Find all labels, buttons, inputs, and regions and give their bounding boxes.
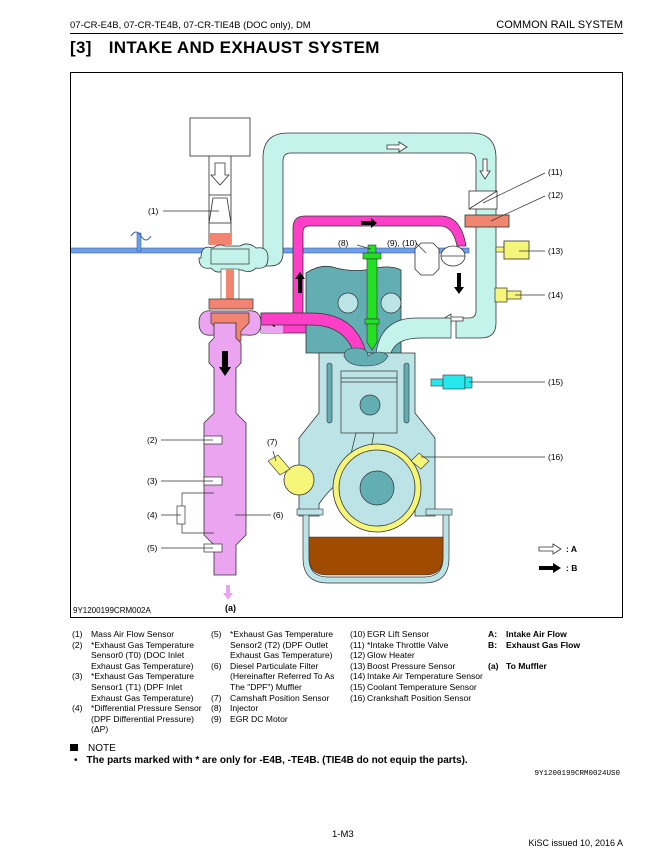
engine-oil <box>308 536 444 576</box>
section-number: [3] <box>70 38 92 57</box>
glow-heater <box>464 214 510 228</box>
callout-12: (12) <box>548 190 563 200</box>
legend-item: (5)*Exhaust Gas Temperature Sensor2 (T2)… <box>211 629 334 661</box>
callout-13: (13) <box>548 246 563 256</box>
coolant-temperature-sensor <box>430 374 473 390</box>
page-title: [3] INTAKE AND EXHAUST SYSTEM <box>70 38 380 58</box>
hollow-arrow-icon <box>538 543 562 555</box>
legend-item: (14)Intake Air Temperature Sensor <box>350 671 483 682</box>
callout-5: (5) <box>147 543 158 553</box>
hollow-arrow-icon <box>386 141 408 153</box>
callout-14: (14) <box>548 290 563 300</box>
boost-pressure-sensor <box>503 240 530 260</box>
callout-9-10: (9), (10) <box>387 238 417 248</box>
intake-air-temperature-sensor <box>494 287 508 303</box>
solid-arrow-icon <box>219 351 231 376</box>
legend-item: (1)Mass Air Flow Sensor <box>72 629 175 639</box>
solid-arrow-icon <box>295 272 305 293</box>
camshaft-intake <box>380 292 402 314</box>
legend-column-4: A:Intake Air Flow B:Exhaust Gas Flow (a)… <box>488 629 608 671</box>
note-square-icon <box>70 744 78 751</box>
legend-item: (16)Crankshaft Position Sensor <box>350 692 472 703</box>
legend-item: (3)*Exhaust Gas Temperature Sensor1 (T1)… <box>72 671 195 703</box>
legend-item: (15)Coolant Temperature Sensor <box>350 681 477 692</box>
header-rule <box>70 33 623 34</box>
legend-spacer <box>488 650 608 661</box>
legend-item: A:Intake Air Flow <box>488 629 567 639</box>
callout-4: (4) <box>147 510 158 520</box>
solid-arrow-icon <box>539 563 561 573</box>
figure-id: 9Y1200199CRM002A <box>73 606 151 615</box>
legend-flow-b: : B <box>566 563 577 573</box>
page-number: 1-M3 <box>332 829 354 840</box>
callout-8: (8) <box>338 238 349 248</box>
legend-item: (13)Boost Pressure Sensor <box>350 660 456 671</box>
camshaft-gear <box>283 464 315 496</box>
egr-dc-motor <box>414 242 440 276</box>
legend-flow-a: : A <box>566 544 577 554</box>
turbo-center <box>208 298 254 310</box>
callout-16: (16) <box>548 452 563 462</box>
issued-info: KiSC issued 10, 2016 A <box>528 838 623 848</box>
bullet-icon: • <box>74 755 78 766</box>
legend-item: (7)Camshaft Position Sensor <box>211 692 330 703</box>
note-item: •The parts marked with * are only for -E… <box>74 755 468 766</box>
legend-item: (12)Glow Heater <box>350 650 415 661</box>
callout-2: (2) <box>147 435 158 445</box>
legend-item: (6)Diesel Particulate Filter (Hereinafte… <box>211 660 335 692</box>
callout-1: (1) <box>148 206 159 216</box>
mass-air-flow-sensor <box>208 197 232 224</box>
legend-item: (9)EGR DC Motor <box>211 713 288 724</box>
document-code: 9Y1200199CRM0024US0 <box>534 770 620 778</box>
legend-item: (11)*Intake Throttle Valve <box>350 639 449 650</box>
header-models: 07-CR-E4B, 07-CR-TE4B, 07-CR-TIE4B (DOC … <box>70 20 311 31</box>
callout-7: (7) <box>267 437 278 447</box>
legend-item: (10)EGR Lift Sensor <box>350 629 430 639</box>
callout-6: (6) <box>273 510 284 520</box>
intake-exhaust-diagram: (1) (2) (3) (4) (5) (6) (7) (8) (9), (10… <box>70 72 623 618</box>
section-title: INTAKE AND EXHAUST SYSTEM <box>108 38 380 57</box>
note-heading: NOTE <box>70 743 116 754</box>
legend-column-2: (5)*Exhaust Gas Temperature Sensor2 (T2)… <box>211 629 351 724</box>
solid-arrow-icon <box>361 218 377 228</box>
crankshaft-position-sensor <box>410 452 430 470</box>
legend-item: (2)*Exhaust Gas Temperature Sensor0 (T0)… <box>72 639 195 671</box>
diagram-svg: (1) (2) (3) (4) (5) (6) (7) (8) (9), (10… <box>71 117 577 613</box>
injector <box>362 244 382 351</box>
legend-item: (8)Injector <box>211 703 259 714</box>
muffler-label: (a) <box>225 603 236 613</box>
callout-3: (3) <box>147 476 158 486</box>
hollow-arrow-icon <box>479 158 491 180</box>
header-section: COMMON RAIL SYSTEM <box>496 19 623 31</box>
legend-column-3: (10)EGR Lift Sensor (11)*Intake Throttle… <box>350 629 490 703</box>
callout-11: (11) <box>548 167 563 177</box>
hollow-arrow-icon <box>210 162 230 186</box>
air-cleaner <box>189 117 251 157</box>
camshaft-exhaust <box>337 292 359 314</box>
diesel-particulate-filter <box>203 322 247 576</box>
legend-column-1: (1)Mass Air Flow Sensor (2)*Exhaust Gas … <box>72 629 212 735</box>
callout-15: (15) <box>548 377 563 387</box>
solid-arrow-icon <box>454 273 464 294</box>
egr-pipe <box>292 215 467 314</box>
intake-port <box>375 317 452 354</box>
muffler-outlet-arrow <box>223 585 233 600</box>
legend-item: (a)To Muffler <box>488 660 547 671</box>
combustion-chamber <box>343 347 389 367</box>
legend-item: B:Exhaust Gas Flow <box>488 639 581 650</box>
legend-item: (4)*Differential Pressure Sensor (DPF Di… <box>72 703 202 735</box>
